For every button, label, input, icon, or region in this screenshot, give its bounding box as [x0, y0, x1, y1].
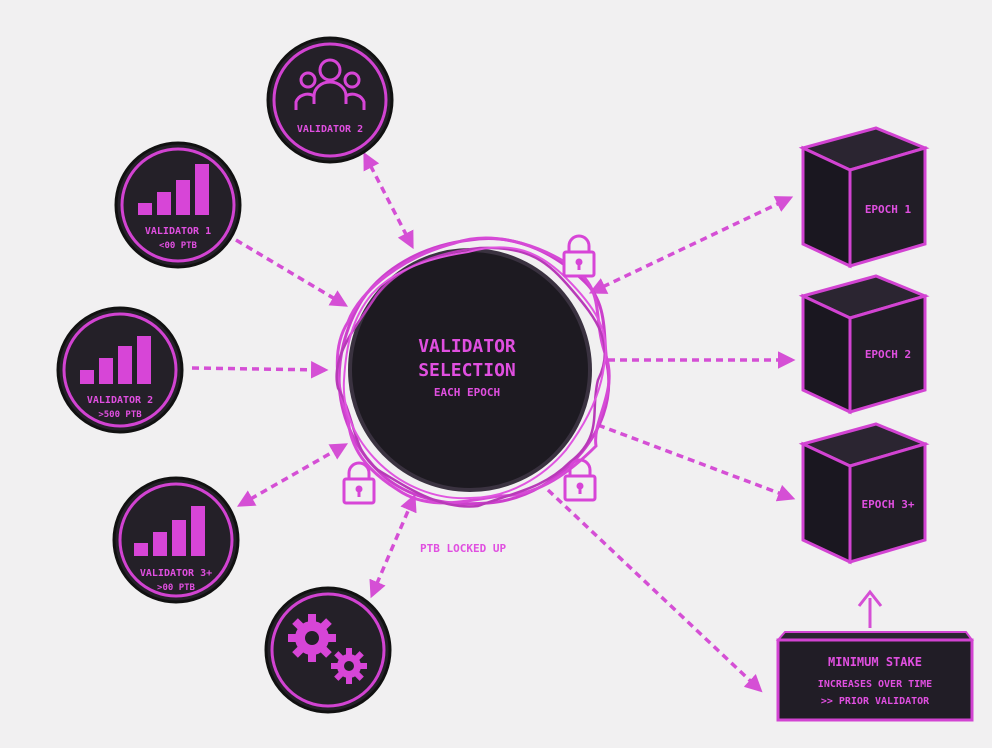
connector-top-validator	[363, 151, 414, 250]
connector-validator-2	[191, 361, 329, 379]
cube-icon	[798, 422, 930, 565]
lock-icon	[562, 234, 596, 278]
epoch-cube-2: EPOCH 2	[798, 274, 930, 415]
validator-top-label: VALIDATOR 2	[297, 124, 363, 135]
gears-node	[264, 586, 392, 714]
epoch-1-label: EPOCH 1	[865, 203, 912, 216]
minimum-stake-line1: MINIMUM STAKE	[828, 655, 922, 669]
validator-3-name: VALIDATOR 3+	[140, 568, 212, 579]
bar-chart-icon	[138, 164, 209, 215]
validator-2-stake: >500 PTB	[98, 410, 142, 420]
validator-node-top: VALIDATOR 2	[266, 36, 394, 164]
bar-chart-icon	[80, 336, 151, 384]
cube-icon	[798, 274, 930, 415]
connectors	[191, 151, 883, 693]
validator-node-3: VALIDATOR 3+ >00 PTB	[112, 476, 240, 604]
validator-node-2: VALIDATOR 2 >500 PTB	[56, 306, 184, 434]
connector-validator-1	[235, 238, 349, 307]
ptb-locked-label: PTB LOCKED UP	[420, 542, 506, 555]
connector-epoch-1	[588, 196, 794, 294]
center-title-line1: VALIDATOR	[418, 336, 516, 357]
people-icon	[294, 58, 366, 110]
wave-ring-2	[335, 236, 611, 505]
validator-1-name: VALIDATOR 1	[145, 226, 211, 237]
connector-gears	[369, 493, 417, 599]
epoch-cube-3: EPOCH 3+	[798, 422, 930, 565]
bar-chart-icon	[134, 506, 205, 556]
wave-ring-3	[335, 246, 607, 508]
lock-icon	[563, 458, 597, 502]
epoch-3-label: EPOCH 3+	[862, 498, 915, 511]
central-selection-node: VALIDATOR SELECTION EACH EPOCH	[335, 236, 611, 508]
connector-minimum-stake	[546, 488, 763, 693]
connector-validator-3	[236, 443, 349, 507]
minimum-stake-line2: INCREASES OVER TIME	[818, 679, 932, 690]
epoch-2-label: EPOCH 2	[865, 348, 911, 361]
validator-1-stake: <00 PTB	[159, 241, 198, 251]
validator-node-1: VALIDATOR 1 <00 PTB	[114, 141, 242, 269]
cube-icon	[798, 126, 930, 269]
minimum-stake-line3: >> PRIOR VALIDATOR	[821, 696, 930, 707]
center-title-line3: EACH EPOCH	[434, 386, 500, 399]
center-title-line2: SELECTION	[418, 360, 516, 381]
epoch-cube-1: EPOCH 1	[798, 126, 930, 269]
validator-3-stake: >00 PTB	[157, 583, 196, 593]
validator-2-name: VALIDATOR 2	[87, 395, 153, 406]
gears-icon	[288, 614, 367, 684]
up-arrow	[857, 589, 883, 628]
lock-icon	[342, 461, 376, 505]
wave-ring-4	[342, 246, 607, 500]
minimum-stake-box: MINIMUM STAKE INCREASES OVER TIME >> PRI…	[775, 631, 974, 722]
connector-epoch-3	[597, 423, 796, 502]
